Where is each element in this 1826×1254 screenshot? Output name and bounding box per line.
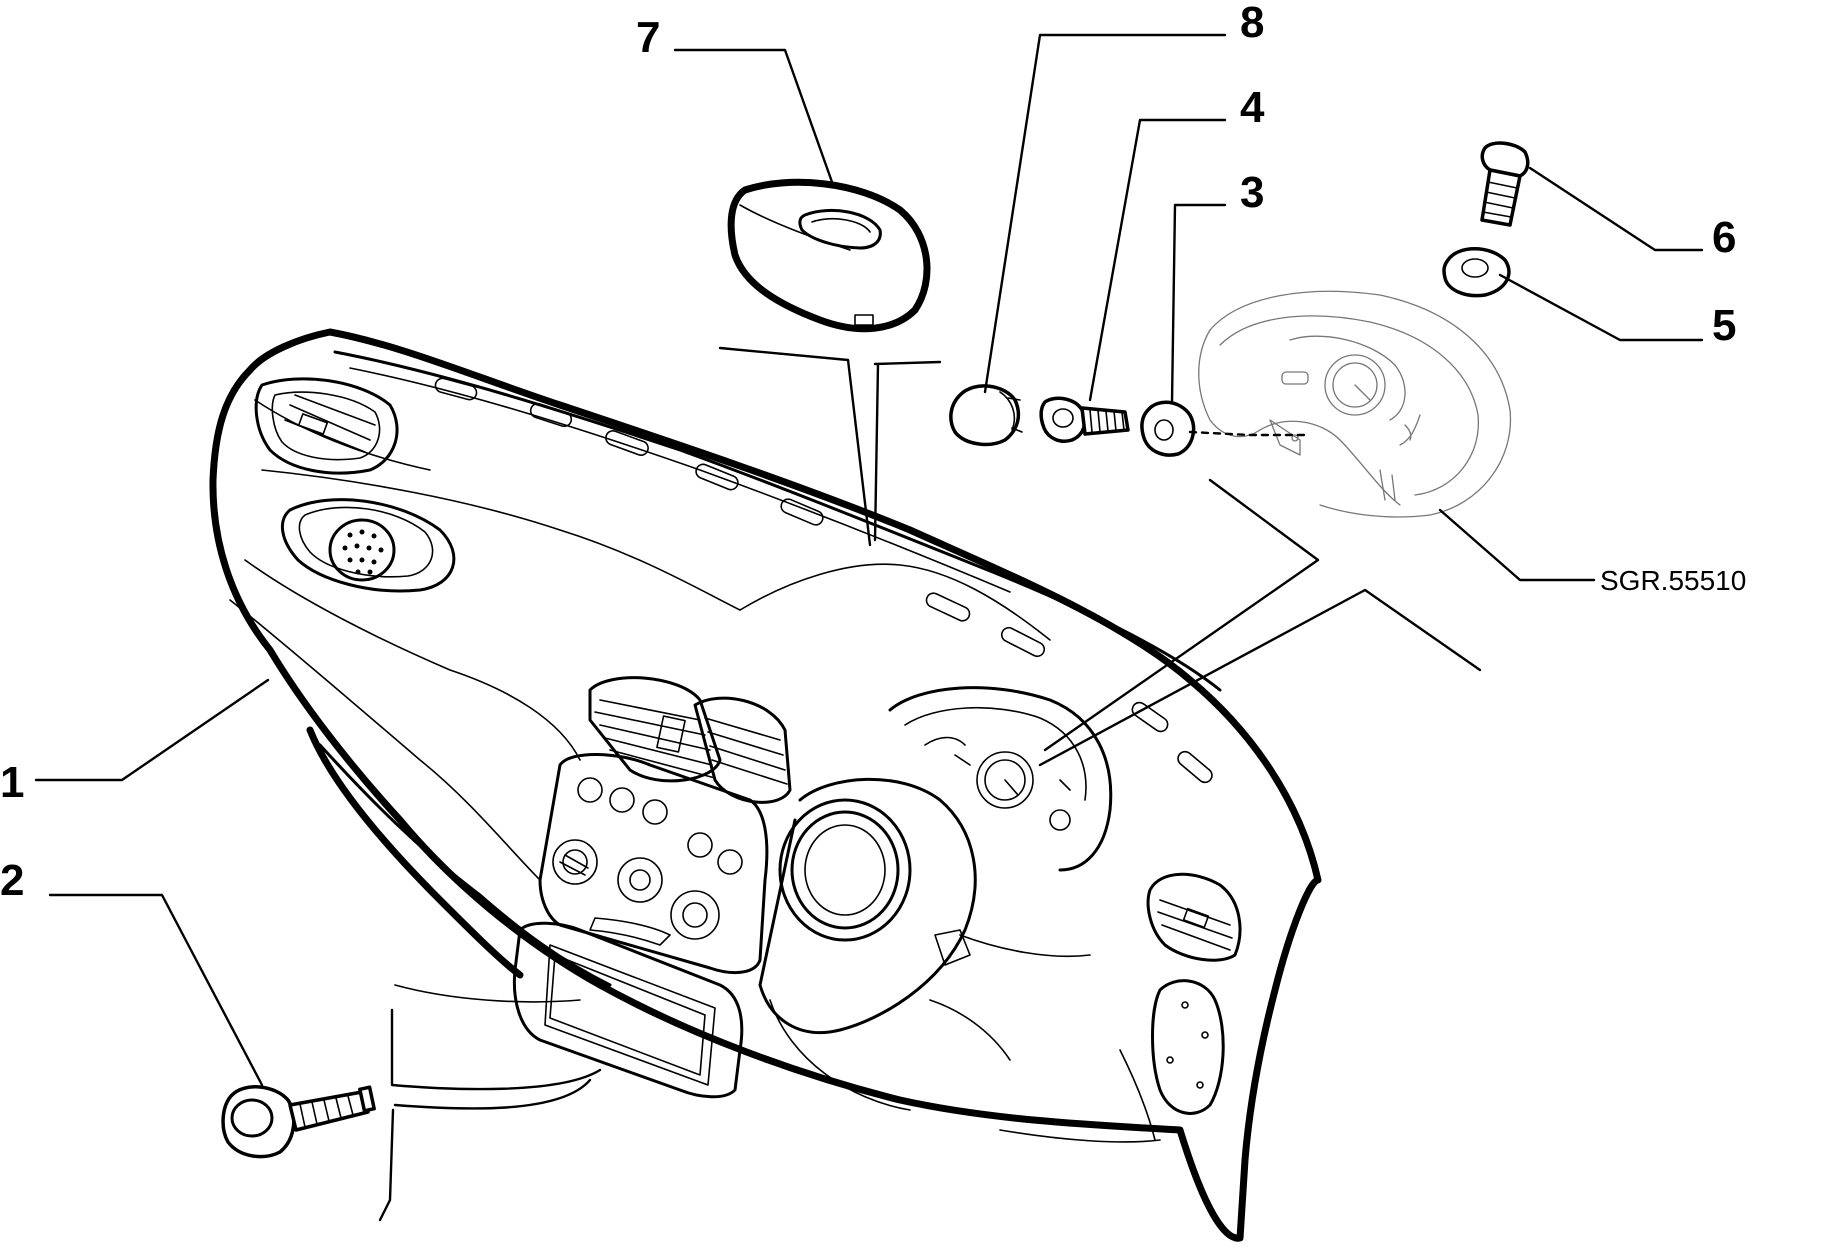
radio-slot	[512, 921, 744, 1099]
steering-column-shroud	[758, 777, 1091, 1111]
defroster-slots	[434, 377, 1213, 784]
left-air-vent	[254, 377, 399, 475]
callout-4: 4	[1240, 83, 1265, 132]
leader-4	[1088, 118, 1227, 402]
callout-3: 3	[1240, 168, 1264, 217]
leader-8	[983, 33, 1227, 394]
leader-7	[673, 48, 834, 184]
leader-3	[1170, 203, 1227, 404]
leader-1	[34, 678, 270, 782]
callout-labels: 1 2 3 4 5 6 7 8 SGR.55510	[0, 0, 1746, 905]
center-air-vents	[588, 676, 792, 804]
callout-1: 1	[0, 758, 24, 807]
leader-5	[1498, 273, 1704, 342]
faint-cluster-housing	[1198, 290, 1512, 518]
leader-2	[48, 893, 264, 1087]
part-5-washer	[1442, 247, 1511, 298]
drawing-code: SGR.55510	[1600, 565, 1746, 596]
left-speaker	[281, 498, 456, 593]
part-3-nut	[1140, 400, 1196, 457]
instrument-cluster	[888, 686, 1113, 872]
callout-2: 2	[0, 856, 24, 905]
part-4-screw	[1039, 396, 1130, 443]
part-8-round-cap	[949, 384, 1023, 447]
part-2-screw	[221, 1085, 376, 1159]
part-7-cover-cap	[727, 178, 931, 333]
callout-6: 6	[1712, 213, 1736, 262]
callout-8: 8	[1240, 0, 1264, 47]
callout-5: 5	[1712, 301, 1736, 350]
climate-control-panel	[538, 753, 769, 974]
leader-lines	[34, 33, 1704, 1222]
leader-sgr	[1438, 508, 1596, 582]
leader-6	[1528, 166, 1704, 252]
callout-7: 7	[636, 13, 660, 62]
dashboard-panel	[209, 328, 1322, 1242]
right-speaker	[1151, 979, 1225, 1115]
right-air-vent	[1146, 872, 1242, 962]
part-6-bolt	[1480, 141, 1530, 227]
